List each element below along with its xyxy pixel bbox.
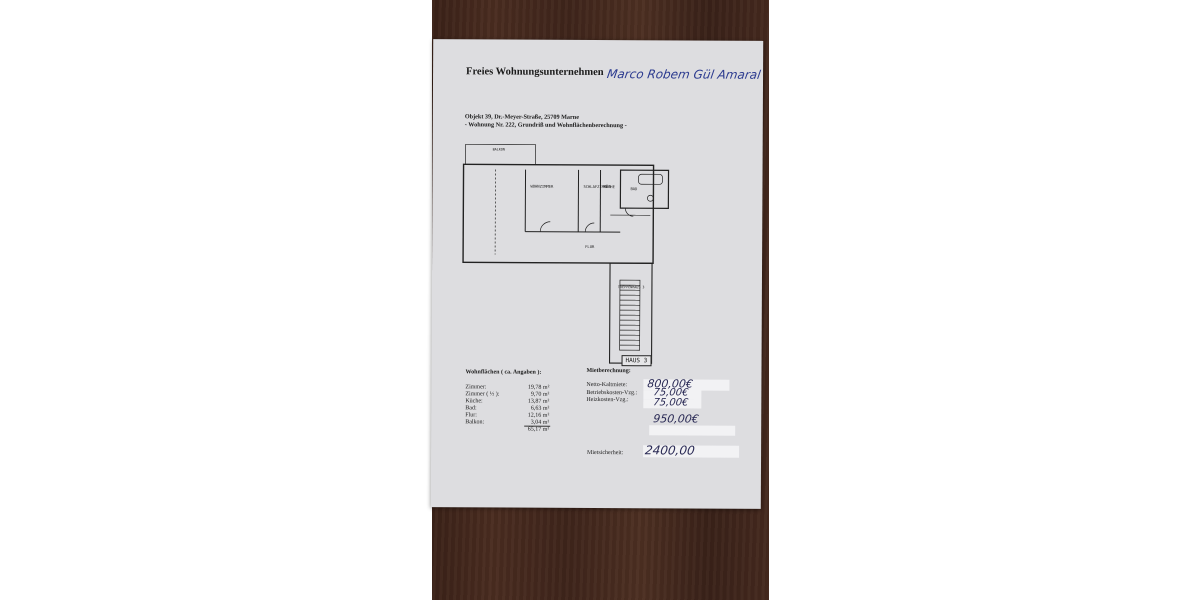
rent-value-heizkosten: 75,00€: [652, 397, 689, 409]
apartment-outline: [462, 163, 655, 264]
deposit-value: 2400,00: [644, 443, 696, 458]
area-label-zimmer-half: Zimmer ( ½ ):: [465, 391, 500, 398]
floor-plan: BALKON WOHNZIMMER SCHLAFZIMMER KÜCHE BAD…: [462, 143, 670, 364]
area-value-flur: 12,16 m²: [527, 412, 550, 419]
handwritten-tenant-name: Marco Robem Gül Amaral: [606, 67, 762, 82]
area-label-zimmer: Zimmer:: [465, 384, 487, 391]
area-label-kueche: Küche:: [465, 398, 483, 405]
area-total: 65,17 m²: [527, 426, 550, 433]
stairwell-label: TREPPENHAUS 3: [618, 285, 645, 289]
area-label-flur: Flur:: [465, 412, 477, 419]
document-page: Freies Wohnungsunternehmen Marco Robem G…: [430, 39, 764, 509]
document-subtitle: - Wohnung Nr. 222, Grundriß und Wohnfläc…: [464, 121, 627, 130]
house-number-box: HAUS 3: [621, 355, 652, 367]
deposit-label: Mietsicherheit:: [587, 449, 624, 457]
area-label-bad: Bad:: [465, 405, 477, 412]
company-name: Freies Wohnungsunternehmen: [466, 66, 604, 79]
object-address: Objekt 39, Dr.-Meyer-Straße, 25709 Marne: [464, 113, 579, 121]
bathroom-outline: [619, 169, 670, 209]
area-label-balkon: Balkon:: [465, 419, 485, 426]
room-label-flur: FLUR: [585, 244, 595, 249]
room-label-bad: BAD: [630, 186, 638, 191]
room-label-wohnzimmer: WOHNZIMMER: [530, 184, 554, 189]
room-label-schlafzimmer: SCHLAFZIMMER: [583, 184, 611, 189]
balcony-label: BALKON: [493, 147, 505, 151]
room-label-kueche: KÜCHE: [603, 184, 615, 189]
area-value-zimmer: 19,78 m²: [527, 384, 550, 391]
area-value-zimmer-half: 9,70 m²: [530, 391, 550, 398]
living-area-title: Wohnflächen ( ca. Angaben ):: [465, 369, 542, 376]
stairwell-outline: [608, 262, 653, 364]
white-label-strip: [649, 425, 736, 436]
rent-total: 950,00€: [652, 412, 700, 426]
rent-label-betriebskosten: Betriebskosten-Vzg.:: [586, 389, 638, 397]
area-value-bad: 6,63 m²: [530, 405, 550, 412]
rent-label-heizkosten: Heizkosten-Vzg.:: [586, 396, 629, 404]
area-value-kueche: 13,87 m²: [527, 398, 550, 405]
rent-label-netto: Netto-Kaltmiete:: [586, 381, 628, 389]
rent-calculation-title: Mietberechnung:: [586, 367, 631, 375]
